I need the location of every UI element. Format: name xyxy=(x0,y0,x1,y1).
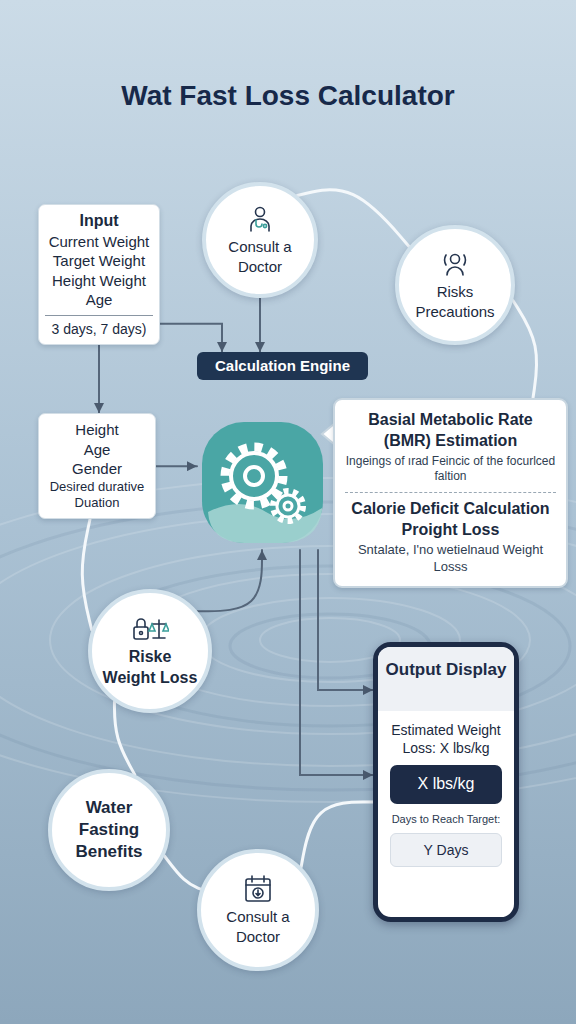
node-text: Age xyxy=(45,440,149,460)
node-text: Calculation Engine xyxy=(197,352,368,380)
connector xyxy=(197,550,262,611)
result-field: Y Days xyxy=(390,833,502,867)
result-button: X lbs/kg xyxy=(390,765,502,804)
node-text: Risks Precautions xyxy=(408,282,502,321)
info-circle: Water Fasting Benefits xyxy=(48,769,170,891)
parameter-box: HeightAgeGenderDesired durative Duation xyxy=(38,413,156,519)
connector xyxy=(160,324,222,352)
node-text: Sntalate, I'no wetielnaud Weight Losss xyxy=(345,542,556,576)
node-text: Age xyxy=(45,290,153,310)
diagram-title: Wat Fast Loss Calculator xyxy=(0,78,576,114)
calendar-figure xyxy=(246,876,270,901)
lock-scale-icon xyxy=(131,614,169,644)
node-text: Y Days xyxy=(395,841,497,859)
input-box: InputCurrent WeightTarget WeightHeight W… xyxy=(38,204,160,345)
page-dot xyxy=(391,690,401,700)
node-text: Estimated Weight Loss: X lbs/kg xyxy=(378,721,514,757)
node-text: Gender xyxy=(45,459,149,479)
node-text: Calorie Deficit Calculation xyxy=(345,492,556,520)
node-text: Current Weight xyxy=(45,232,153,252)
info-circle: Consult a Doctor xyxy=(197,849,319,971)
engine-body xyxy=(202,422,323,543)
node-text: Output Display xyxy=(378,647,514,711)
info-circle: Riske Weight Loss xyxy=(88,589,212,713)
person-icon xyxy=(440,249,470,279)
doctor-figure xyxy=(251,208,269,232)
node-text: Consult a Doctor xyxy=(215,237,305,276)
calculation-panel: Basial Metabolic Rate (BMR) EstimationIn… xyxy=(333,398,568,588)
connector xyxy=(259,298,261,352)
node-text: X lbs/kg xyxy=(394,774,498,795)
node-text: Days to Reach Target: xyxy=(378,812,514,826)
lock-scale-figure xyxy=(134,619,169,639)
node-text: Consult a Doctor xyxy=(211,907,306,946)
connector xyxy=(114,702,134,775)
node-text: Height xyxy=(45,420,149,440)
node-text: Ingeings of ırad Feincic of the focurlce… xyxy=(345,454,556,485)
node-text: Proight Loss xyxy=(345,520,556,541)
connector xyxy=(301,802,373,867)
doctor-icon xyxy=(245,204,275,234)
node-text: Water Fasting Benefits xyxy=(62,797,157,863)
node-text: Input xyxy=(45,211,153,232)
gear-illustration xyxy=(200,420,325,545)
page-dot xyxy=(445,690,455,700)
node-text: 3 days, 7 days) xyxy=(45,315,153,338)
info-circle: Risks Precautions xyxy=(395,225,515,345)
node-text: Desired durative Duation xyxy=(45,479,149,513)
node-text: Height Weight xyxy=(45,271,153,291)
calendar-icon xyxy=(243,874,273,904)
gears xyxy=(225,447,303,521)
node-text: Target Weight xyxy=(45,251,153,271)
page-dot xyxy=(421,690,431,700)
connector xyxy=(513,301,537,398)
node-text: Basial Metabolic Rate (BMR) Estimation xyxy=(345,410,556,452)
output-display: Output DisplayEstimated Weight Loss: X l… xyxy=(373,642,519,922)
person-figure xyxy=(445,255,466,276)
node-text: Riske Weight Loss xyxy=(102,647,199,689)
connector xyxy=(98,345,100,413)
connector xyxy=(156,465,197,467)
connector xyxy=(164,856,200,889)
page-dot xyxy=(491,690,501,700)
connector xyxy=(82,519,91,630)
info-circle: Consult a Doctor xyxy=(202,182,318,298)
